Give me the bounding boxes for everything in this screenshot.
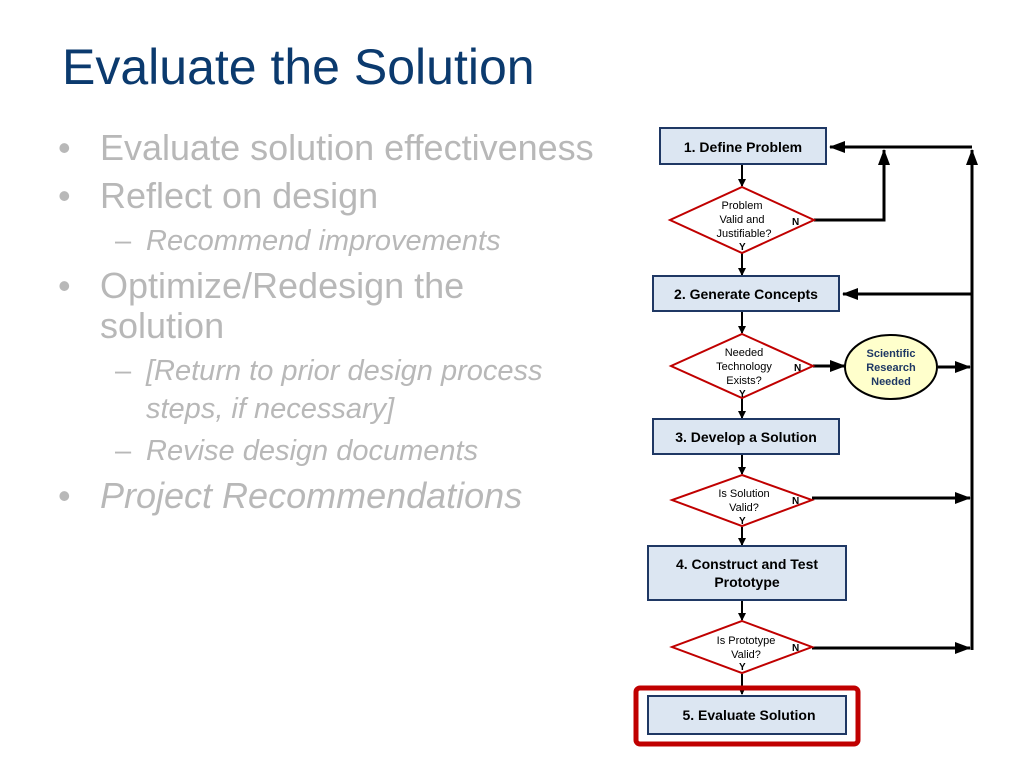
- step-4-construct-test-prototype: 4. Construct and Test Prototype: [647, 545, 847, 601]
- step-1-define-problem: 1. Define Problem: [659, 127, 827, 165]
- step-box: [652, 275, 840, 312]
- research-text: Needed: [871, 376, 911, 388]
- design-process-flowchart: 1. Define Problem Problem Valid and Just…: [633, 127, 978, 747]
- decision-diamond: [669, 619, 815, 675]
- no-label: N: [792, 217, 799, 228]
- bullet-text: Reflect on design: [100, 175, 379, 216]
- step-label-line2: Prototype: [714, 574, 780, 590]
- yes-label: Y: [739, 516, 746, 527]
- sub-bullet-item: – Recommend improvements: [58, 222, 598, 260]
- yes-label: Y: [739, 242, 746, 253]
- bullet-text: Evaluate solution effectiveness: [100, 127, 594, 168]
- step-label: 5. Evaluate Solution: [682, 707, 815, 723]
- research-ellipse: [844, 334, 938, 400]
- sub-bullet-text: Recommend improvements: [146, 225, 501, 257]
- no-label: N: [792, 643, 799, 654]
- bullet-text: Project Recommendations: [100, 475, 523, 516]
- highlight-frame: [633, 685, 861, 747]
- decision-diamond: [669, 473, 815, 528]
- step-box: [652, 418, 840, 455]
- decision-technology-exists: Needed Technology Exists? N Y: [668, 332, 816, 400]
- bullet-item: Reflect on design: [58, 175, 598, 217]
- dash-marker: –: [115, 355, 132, 387]
- dash-marker: –: [115, 435, 132, 467]
- decision-solution-valid: Is Solution Valid? N Y: [669, 473, 815, 528]
- decision-text: Valid?: [731, 649, 761, 661]
- sub-bullet-text: [Return to prior design process steps, i…: [146, 355, 543, 425]
- decision-text: Needed: [725, 347, 764, 359]
- step-5-evaluate-solution: 5. Evaluate Solution: [633, 685, 861, 747]
- decision-text: Valid and: [719, 214, 764, 226]
- step-label: 4. Construct and Test: [676, 556, 818, 572]
- research-text: Research: [866, 362, 916, 374]
- decision-problem-valid: Problem Valid and Justifiable? N Y: [667, 185, 817, 255]
- sub-bullet-item: – Revise design documents: [58, 432, 598, 470]
- step-box: [659, 127, 827, 165]
- decision-text: Is Prototype: [717, 635, 776, 647]
- decision-text: Justifiable?: [716, 228, 771, 240]
- slide-title: Evaluate the Solution: [62, 39, 535, 95]
- bullet-item: Project Recommendations: [58, 475, 598, 517]
- step-3-develop-solution: 3. Develop a Solution: [652, 418, 840, 455]
- step-2-generate-concepts: 2. Generate Concepts: [652, 275, 840, 312]
- yes-label: Y: [739, 389, 746, 400]
- decision-text: Problem: [722, 200, 763, 212]
- no-path-arrow: [814, 149, 890, 222]
- step-box: [647, 545, 847, 601]
- bullet-item: Evaluate solution effectiveness: [58, 127, 598, 169]
- no-label: N: [794, 363, 801, 374]
- research-text: Scientific: [867, 348, 916, 360]
- decision-text: Valid?: [729, 502, 759, 514]
- sub-bullet-item: – [Return to prior design process steps,…: [58, 352, 598, 428]
- decision-text: Is Solution: [718, 488, 769, 500]
- step-box: [647, 695, 847, 735]
- decision-diamond: [667, 185, 817, 255]
- decision-text: Exists?: [726, 375, 761, 387]
- feedback-loops: [812, 141, 978, 654]
- scientific-research-node: Scientific Research Needed: [844, 334, 938, 400]
- bullet-text: Optimize/Redesign the solution: [100, 265, 465, 346]
- step-label: 1. Define Problem: [684, 139, 802, 155]
- yes-label: Y: [739, 662, 746, 673]
- sub-bullet-text: Revise design documents: [146, 435, 479, 467]
- step-label: 3. Develop a Solution: [675, 429, 817, 445]
- step-label: 2. Generate Concepts: [674, 286, 818, 302]
- decision-diamond: [668, 332, 816, 400]
- decision-prototype-valid: Is Prototype Valid? N Y: [669, 619, 815, 675]
- dash-marker: –: [115, 225, 132, 257]
- bullet-list: Evaluate solution effectiveness Reflect …: [58, 128, 598, 524]
- no-label: N: [792, 496, 799, 507]
- decision-text: Technology: [716, 361, 772, 373]
- bullet-item: Optimize/Redesign the solution: [58, 266, 598, 346]
